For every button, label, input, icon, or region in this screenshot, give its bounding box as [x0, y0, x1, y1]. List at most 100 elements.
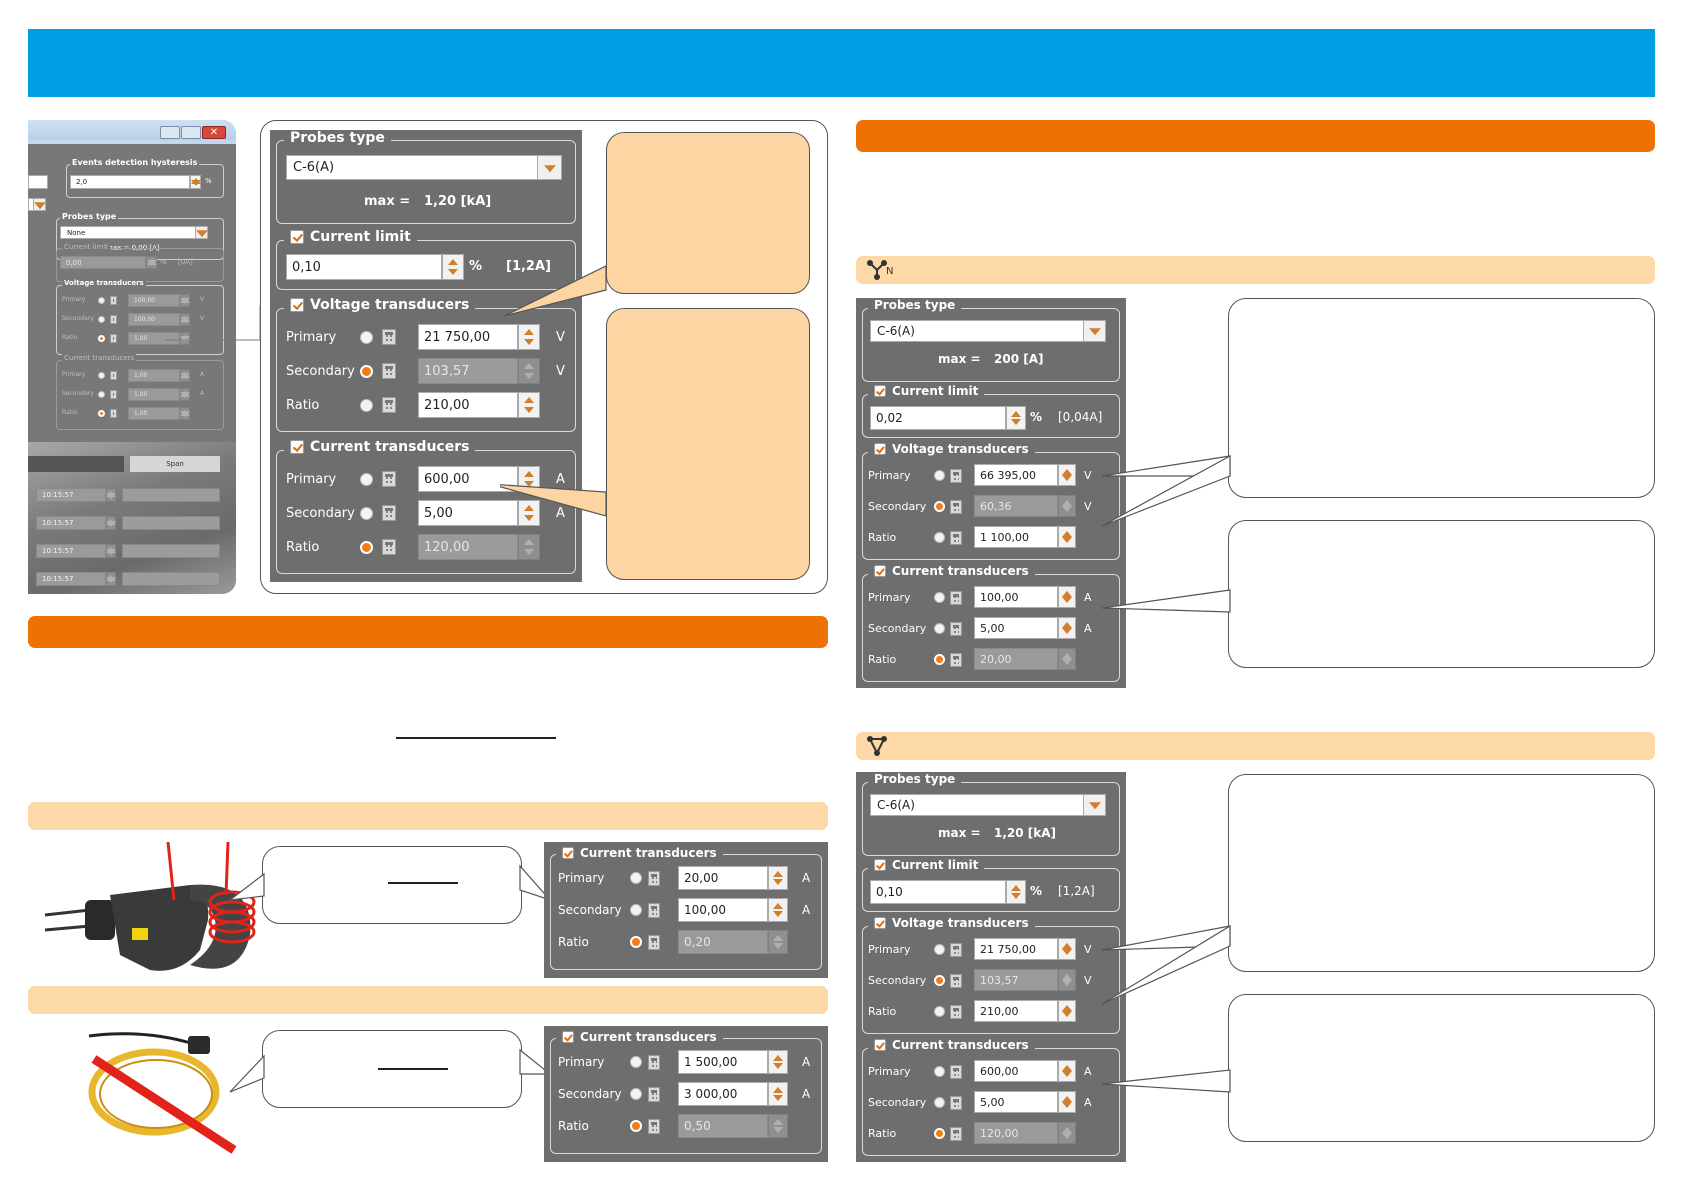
mode-radio[interactable] [934, 501, 945, 512]
time-field[interactable]: 10:15:57 [36, 488, 106, 502]
current-limit-field[interactable]: 0,10 [870, 880, 1006, 904]
calculator-icon[interactable] [950, 622, 962, 636]
value-spinner[interactable] [768, 898, 788, 922]
value-field[interactable]: 100,00 [128, 313, 180, 326]
value-field[interactable]: 0,50 [678, 1114, 768, 1138]
mode-radio[interactable] [934, 532, 945, 543]
hysteresis-field[interactable]: 2,0 [70, 175, 190, 189]
mode-radio[interactable] [630, 936, 642, 948]
span-field[interactable] [122, 572, 220, 586]
calculator-icon[interactable] [110, 315, 117, 324]
current-limit-spinner[interactable] [1006, 880, 1026, 904]
value-field[interactable]: 0,20 [678, 930, 768, 954]
current-limit-checkbox[interactable] [874, 859, 886, 871]
mode-radio[interactable] [98, 391, 105, 398]
value-field[interactable]: 20,00 [678, 866, 768, 890]
value-spinner[interactable] [1058, 969, 1076, 991]
value-spinner[interactable] [518, 392, 540, 418]
calculator-icon[interactable] [648, 1119, 660, 1134]
value-field[interactable]: 103,57 [974, 969, 1058, 991]
value-field[interactable]: 66 395,00 [974, 464, 1058, 486]
mode-radio[interactable] [934, 654, 945, 665]
mode-radio[interactable] [630, 1120, 642, 1132]
calculator-icon[interactable] [382, 397, 396, 413]
mode-radio[interactable] [360, 399, 373, 412]
hysteresis-spin[interactable] [190, 175, 201, 189]
mode-radio[interactable] [934, 944, 945, 955]
value-spinner[interactable] [180, 313, 190, 326]
span-field[interactable] [122, 488, 220, 502]
calculator-icon[interactable] [110, 409, 117, 418]
close-icon[interactable]: ✕ [202, 126, 226, 139]
small-left-select[interactable] [28, 198, 46, 211]
small-cl-field[interactable]: 0,00 [60, 256, 146, 269]
value-spinner[interactable] [180, 388, 190, 401]
value-field[interactable]: 60,36 [974, 495, 1058, 517]
time-spinner[interactable] [106, 516, 116, 530]
value-spinner[interactable] [1058, 648, 1076, 670]
value-spinner[interactable] [1058, 526, 1076, 548]
value-field[interactable]: 120,00 [974, 1122, 1058, 1144]
calculator-icon[interactable] [950, 974, 962, 988]
time-field[interactable]: 10:15:57 [36, 516, 106, 530]
mode-radio[interactable] [934, 975, 945, 986]
value-field[interactable]: 210,00 [418, 392, 518, 418]
mode-radio[interactable] [98, 297, 105, 304]
mode-radio[interactable] [630, 1056, 642, 1068]
mode-radio[interactable] [98, 410, 105, 417]
mode-radio[interactable] [360, 507, 373, 520]
time-spinner[interactable] [106, 488, 116, 502]
mode-radio[interactable] [360, 331, 373, 344]
clamp-dialog-checkbox[interactable] [562, 847, 574, 859]
value-field[interactable]: 5,00 [418, 500, 518, 526]
span-field[interactable] [122, 516, 220, 530]
value-field[interactable]: 1,00 [128, 407, 180, 420]
calculator-icon[interactable] [382, 363, 396, 379]
mode-radio[interactable] [360, 365, 373, 378]
value-spinner[interactable] [1058, 938, 1076, 960]
calculator-icon[interactable] [648, 871, 660, 886]
mode-radio[interactable] [934, 1097, 945, 1108]
current-transducers-checkbox[interactable] [874, 1039, 886, 1051]
value-spinner[interactable] [1058, 1091, 1076, 1113]
small-cl-spin[interactable] [146, 256, 157, 269]
value-spinner[interactable] [518, 324, 540, 350]
calculator-icon[interactable] [950, 1096, 962, 1110]
mode-radio[interactable] [360, 541, 373, 554]
calculator-icon[interactable] [950, 943, 962, 957]
value-field[interactable]: 100,00 [974, 586, 1058, 608]
span-tab[interactable]: Span [130, 456, 220, 472]
mode-radio[interactable] [934, 592, 945, 603]
value-field[interactable]: 3 000,00 [678, 1082, 768, 1106]
mode-radio[interactable] [934, 1006, 945, 1017]
voltage-checkbox[interactable] [290, 298, 304, 312]
minimize-icon[interactable] [160, 126, 180, 139]
calculator-icon[interactable] [382, 539, 396, 555]
value-field[interactable]: 100,00 [128, 294, 180, 307]
calculator-icon[interactable] [648, 1087, 660, 1102]
maximize-icon[interactable] [181, 126, 201, 139]
time-field[interactable]: 10:15:57 [36, 572, 106, 586]
current-checkbox[interactable] [290, 440, 304, 454]
value-field[interactable]: 210,00 [974, 1000, 1058, 1022]
calculator-icon[interactable] [950, 653, 962, 667]
voltage-checkbox[interactable] [874, 443, 886, 455]
calculator-icon[interactable] [648, 935, 660, 950]
big-cl-spin[interactable] [442, 254, 464, 280]
current-transducers-checkbox[interactable] [874, 565, 886, 577]
mode-radio[interactable] [934, 1066, 945, 1077]
flex-dialog-checkbox[interactable] [562, 1031, 574, 1043]
value-field[interactable]: 5,00 [974, 1091, 1058, 1113]
value-spinner[interactable] [180, 294, 190, 307]
calculator-icon[interactable] [950, 531, 962, 545]
span-field[interactable] [122, 544, 220, 558]
mode-radio[interactable] [98, 316, 105, 323]
value-spinner[interactable] [518, 358, 540, 384]
time-spinner[interactable] [106, 544, 116, 558]
value-spinner[interactable] [1058, 1060, 1076, 1082]
calculator-icon[interactable] [950, 591, 962, 605]
value-spinner[interactable] [768, 1114, 788, 1138]
value-field[interactable]: 1 500,00 [678, 1050, 768, 1074]
value-spinner[interactable] [180, 407, 190, 420]
calculator-icon[interactable] [110, 334, 117, 343]
